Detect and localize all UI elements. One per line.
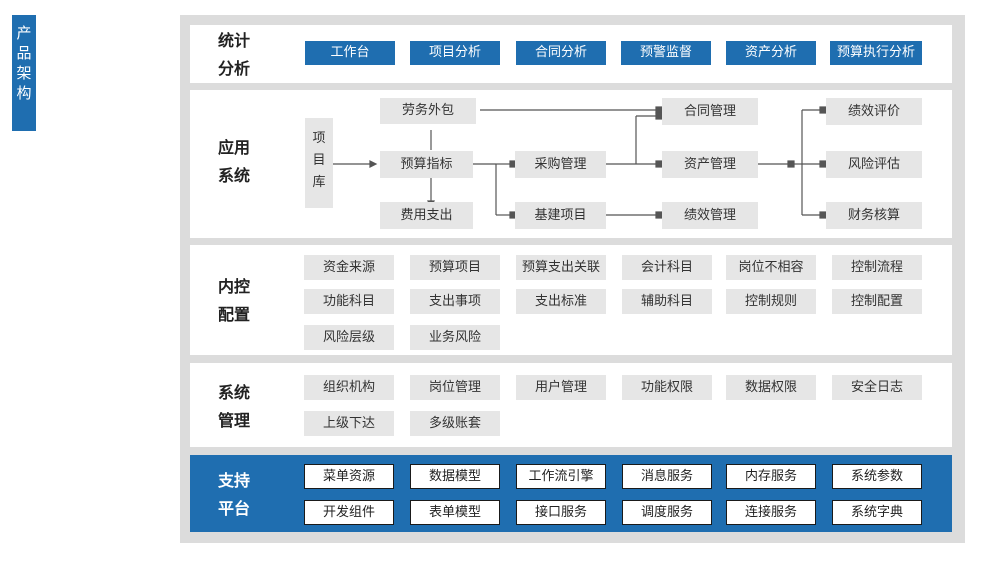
control-item[interactable]: 岗位不相容 [726,255,816,280]
platform-item[interactable]: 表单模型 [410,500,500,525]
platform-item[interactable]: 内存服务 [726,464,816,489]
platform-item[interactable]: 消息服务 [622,464,712,489]
stats-item-budget-execution[interactable]: 预算执行分析 [830,41,922,65]
node-procurement[interactable]: 采购管理 [515,151,606,178]
control-item[interactable]: 会计科目 [622,255,712,280]
sysmgmt-item[interactable]: 安全日志 [832,375,922,400]
platform-item[interactable]: 连接服务 [726,500,816,525]
side-tag-char: 构 [16,84,32,102]
node-construction[interactable]: 基建项目 [515,202,606,229]
control-item[interactable]: 风险层级 [304,325,394,350]
control-item[interactable]: 业务风险 [410,325,500,350]
platform-item[interactable]: 工作流引擎 [516,464,606,489]
control-item[interactable]: 控制流程 [832,255,922,280]
section-sysmgmt: 系统管理 组织机构 岗位管理 用户管理 功能权限 数据权限 安全日志 上级下达 … [190,363,952,447]
sysmgmt-item[interactable]: 多级账套 [410,411,500,436]
node-asset-mgmt[interactable]: 资产管理 [662,151,758,178]
section-platform-label: 支持平台 [218,471,251,518]
node-contract-mgmt[interactable]: 合同管理 [662,98,758,125]
sysmgmt-item[interactable]: 组织机构 [304,375,394,400]
section-stats-label: 统计分析 [218,31,251,78]
sysmgmt-item[interactable]: 用户管理 [516,375,606,400]
platform-item[interactable]: 系统参数 [832,464,922,489]
node-finance-accounting[interactable]: 财务核算 [826,202,922,229]
stats-item-asset-analysis[interactable]: 资产分析 [726,41,816,65]
control-item[interactable]: 辅助科目 [622,289,712,314]
node-performance-eval[interactable]: 绩效评价 [826,98,922,125]
node-labor-outsource[interactable]: 劳务外包 [380,98,476,124]
platform-item[interactable]: 系统字典 [832,500,922,525]
section-control-label: 内控配置 [218,277,251,324]
control-item[interactable]: 支出标准 [516,289,606,314]
sysmgmt-item[interactable]: 岗位管理 [410,375,500,400]
section-control: 内控配置 资金来源 预算项目 预算支出关联 会计科目 岗位不相容 控制流程 功能… [190,245,952,355]
stats-item-project-analysis[interactable]: 项目分析 [410,41,500,65]
control-item[interactable]: 支出事项 [410,289,500,314]
section-app-label: 应用系统 [218,138,251,185]
section-stats: 统计分析 工作台 项目分析 合同分析 预警监督 资产分析 预算执行分析 [190,25,952,83]
section-app: 应用系统 [190,90,952,238]
node-risk-eval[interactable]: 风险评估 [826,151,922,178]
control-item[interactable]: 功能科目 [304,289,394,314]
section-platform: 支持平台 菜单资源 数据模型 工作流引擎 消息服务 内存服务 系统参数 开发组件… [190,455,952,532]
control-item[interactable]: 预算项目 [410,255,500,280]
product-architecture-tag: 产 品 架 构 [12,15,36,131]
stats-item-contract-analysis[interactable]: 合同分析 [516,41,606,65]
project-library-box[interactable]: 项 目 库 [305,118,333,208]
control-item[interactable]: 控制配置 [832,289,922,314]
stats-item-workbench[interactable]: 工作台 [305,41,395,65]
platform-item[interactable]: 菜单资源 [304,464,394,489]
node-budget-indicator[interactable]: 预算指标 [380,151,473,178]
stats-item-warning-supervision[interactable]: 预警监督 [621,41,711,65]
side-tag-char: 产 [16,24,32,42]
control-item[interactable]: 控制规则 [726,289,816,314]
node-performance-mgmt[interactable]: 绩效管理 [662,202,758,229]
sysmgmt-item[interactable]: 上级下达 [304,411,394,436]
section-sysmgmt-label: 系统管理 [218,383,251,430]
platform-item[interactable]: 数据模型 [410,464,500,489]
sysmgmt-item[interactable]: 数据权限 [726,375,816,400]
node-expense[interactable]: 费用支出 [380,202,473,229]
control-item[interactable]: 资金来源 [304,255,394,280]
platform-item[interactable]: 调度服务 [622,500,712,525]
side-tag-char: 品 [16,44,32,62]
platform-item[interactable]: 接口服务 [516,500,606,525]
sysmgmt-item[interactable]: 功能权限 [622,375,712,400]
control-item[interactable]: 预算支出关联 [516,255,606,280]
side-tag-char: 架 [16,64,32,82]
platform-item[interactable]: 开发组件 [304,500,394,525]
